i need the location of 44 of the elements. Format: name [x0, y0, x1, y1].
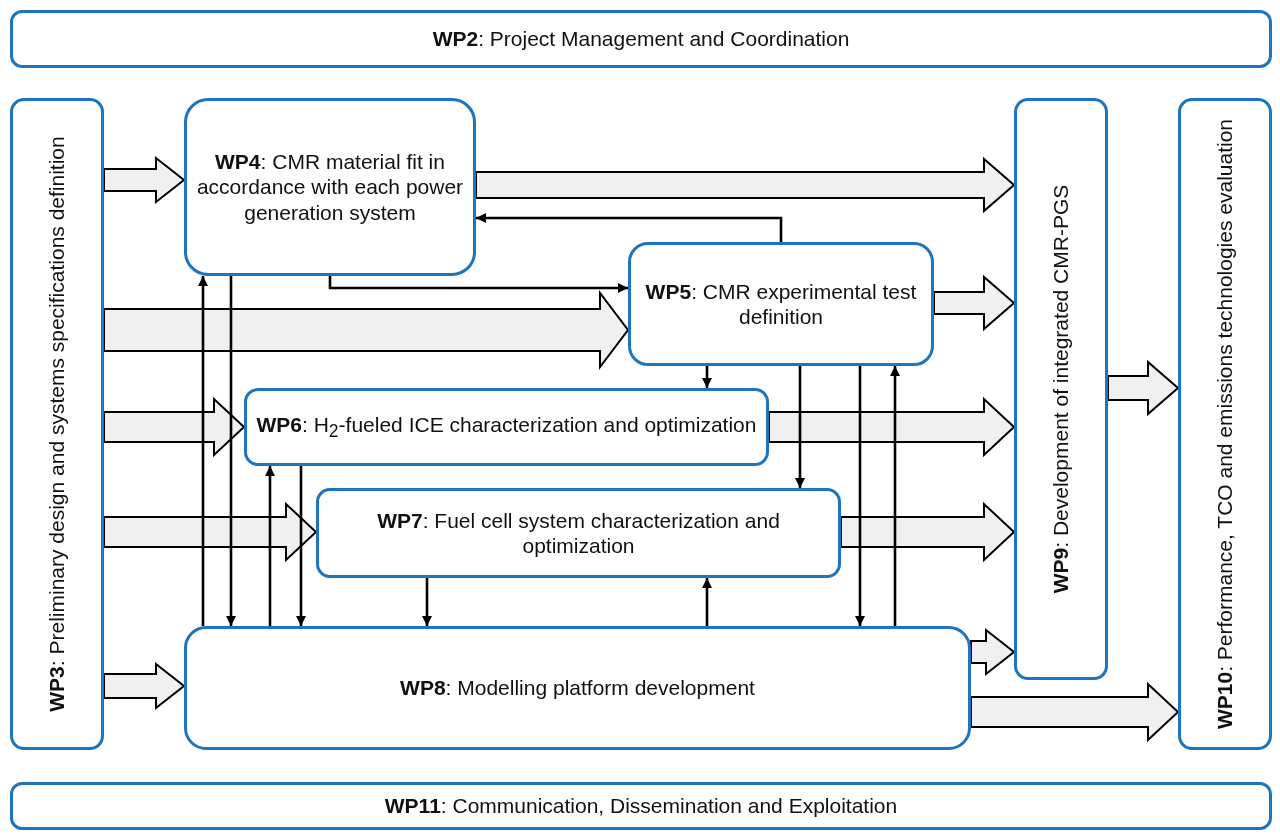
- block-arrow: [103, 290, 630, 370]
- arrow: [854, 366, 866, 626]
- work-package-box: [628, 242, 934, 366]
- work-package-box: [1178, 98, 1272, 750]
- block-arrow: [933, 274, 1016, 332]
- block-arrow: [970, 681, 1180, 743]
- arrow: [889, 366, 901, 626]
- box-label: WP10: Performance, TCO and emissions technologies evaluation: [1212, 117, 1238, 732]
- work-package-box: [10, 98, 104, 750]
- box-label: WP5: CMR experimental test definition: [644, 278, 918, 330]
- block-arrow: [103, 155, 186, 205]
- work-package-box: [10, 10, 1272, 68]
- work-package-box: [1014, 98, 1108, 680]
- box-label: WP6: H$_{2}$-fueled ICE characterization and optimization: [256, 411, 757, 443]
- block-arrow: [1107, 359, 1180, 417]
- box-label: WP7: Fuel cell system characterization and optimization: [376, 507, 781, 559]
- box-label: WP11: Communication, Dissemination and Exploitation: [384, 793, 898, 819]
- work-package-box: [316, 488, 841, 578]
- block-arrow: [840, 501, 1016, 563]
- block-arrow: [103, 501, 318, 563]
- arrow: [794, 366, 806, 488]
- work-package-box: [184, 626, 971, 750]
- arrow: [197, 276, 209, 626]
- work-package-box: [244, 388, 769, 466]
- box-label: WP4: CMR material fit in accordance with each power generation system: [196, 149, 464, 225]
- block-arrow: [103, 661, 186, 711]
- block-arrow: [103, 396, 246, 458]
- block-arrow: [475, 156, 1016, 214]
- box-label: WP8: Modelling platform development: [400, 675, 755, 701]
- arrow: [328, 276, 628, 294]
- arrow: [476, 212, 783, 242]
- arrow: [701, 366, 713, 388]
- arrow: [264, 466, 276, 626]
- block-arrow: [970, 627, 1016, 677]
- box-label: WP3: Preliminary design and systems specifications definition: [44, 135, 70, 714]
- arrow: [225, 276, 237, 626]
- work-package-box: [184, 98, 476, 276]
- block-arrow: [768, 396, 1016, 458]
- box-label: WP9: Development of integrated CMR-PGS: [1048, 183, 1074, 596]
- box-label: WP2: Project Management and Coordination: [432, 26, 850, 52]
- arrow: [701, 578, 713, 626]
- work-package-box: [10, 782, 1272, 830]
- arrow: [295, 466, 307, 626]
- arrow: [421, 578, 433, 626]
